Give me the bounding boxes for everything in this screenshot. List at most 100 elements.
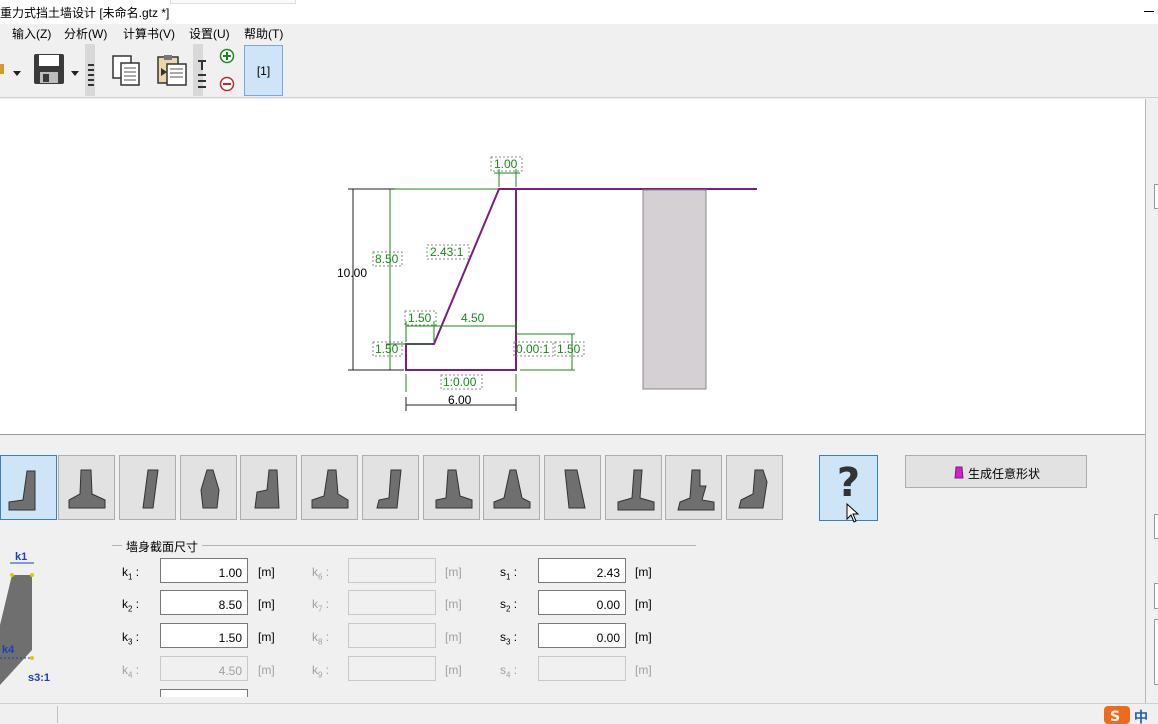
unit-k4: [m]: [258, 663, 275, 677]
dim-height-label: 10.00: [337, 266, 367, 280]
rp-field-2[interactable]: [1154, 514, 1158, 539]
overall-dimension-lines: [348, 188, 517, 411]
dimension-lines: [386, 169, 575, 392]
dim-width-label: 6.00: [448, 393, 472, 407]
shape-option-10[interactable]: [544, 455, 601, 520]
save-dropdown-arrow-icon[interactable]: [71, 66, 79, 80]
shape-option-11[interactable]: [605, 455, 662, 520]
shape-option-3[interactable]: [119, 455, 176, 520]
drawing-canvas[interactable]: 1.00 8.50 2.43:1 1.50 4.50 1.50 0.00:1 1…: [0, 99, 1145, 435]
input-k3[interactable]: [160, 623, 248, 648]
group-box-line: [112, 545, 696, 546]
shape-option-1[interactable]: [0, 455, 57, 520]
input-k7: [348, 590, 436, 615]
shape-option-12[interactable]: [665, 455, 722, 520]
input-k6: [348, 558, 436, 583]
add-stage-icon[interactable]: [219, 48, 235, 67]
shape-option-7[interactable]: [362, 455, 419, 520]
unit-s4: [m]: [635, 663, 652, 677]
wall-shape-icon: [738, 469, 768, 509]
unit-k6: [m]: [445, 565, 462, 579]
preview-k4-label: k4: [2, 644, 15, 656]
grip-text-icon: [87, 64, 95, 93]
dim-slope1-label: 2.43:1: [430, 245, 464, 259]
dim-k3-right-label: 1.50: [557, 342, 581, 356]
input-s4: [538, 656, 626, 681]
help-button[interactable]: ?: [819, 455, 878, 523]
folder-icon[interactable]: [0, 62, 5, 76]
wall-shape-icon: [311, 469, 349, 509]
generate-shape-label: 生成任意形状: [968, 467, 1041, 481]
label-s3: s3 :: [500, 630, 518, 647]
ime-mode-label[interactable]: 中: [1134, 709, 1148, 724]
input-k5-partial[interactable]: [160, 689, 248, 697]
label-k7: k7 :: [312, 597, 330, 614]
minimize-button[interactable]: [1140, 0, 1158, 24]
sogou-ime-icon[interactable]: S: [1102, 702, 1132, 724]
rp-field-3[interactable]: [1154, 583, 1158, 609]
copy-document-icon[interactable]: [110, 54, 142, 89]
section-preview: k1 k4 s3:1: [0, 551, 50, 685]
rp-field-1[interactable]: [1154, 184, 1158, 209]
unit-k1: [m]: [258, 565, 275, 579]
shape-option-6[interactable]: [301, 455, 358, 520]
svg-text:S: S: [1110, 709, 1120, 724]
label-k9: k9 :: [312, 663, 330, 680]
wall-drawing: 1.00 8.50 2.43:1 1.50 4.50 1.50 0.00:1 1…: [337, 156, 757, 411]
dim-s3-label: 0.00:1: [516, 342, 550, 356]
wall-shape-icon: [8, 470, 36, 511]
save-icon[interactable]: [32, 52, 66, 89]
input-s3[interactable]: [538, 623, 626, 648]
wall-shape-icon: [200, 469, 220, 509]
shape-option-5[interactable]: [240, 455, 297, 520]
input-s1[interactable]: [538, 558, 626, 583]
label-k2: k2 :: [122, 597, 140, 614]
rp-field-4[interactable]: [1154, 619, 1158, 685]
menu-report[interactable]: 计算书(V): [123, 27, 175, 41]
stage-text-icon: [196, 58, 208, 95]
shape-option-9[interactable]: [483, 455, 540, 520]
unit-k7: [m]: [445, 597, 462, 611]
custom-shape-icon: [954, 466, 964, 479]
generate-shape-button[interactable]: 生成任意形状: [905, 455, 1087, 488]
dim-k1-label: 1.00: [494, 157, 518, 171]
section-parameters: k1 k4 s3:1 墙身截面尺寸 k1 : [m] k6 : [m] s1 :…: [0, 535, 1145, 703]
shape-option-8[interactable]: [423, 455, 480, 520]
right-side-panel: [1145, 99, 1158, 703]
window-title: 重力式挡土墙设计 [未命名.gtz *]: [0, 6, 170, 20]
menu-bar: 输入(Z) 分析(W) 计算书(V) 设置(U) 帮助(T): [0, 24, 1158, 42]
remove-stage-icon[interactable]: [219, 76, 235, 95]
unit-k3: [m]: [258, 630, 275, 644]
open-dropdown-arrow-icon[interactable]: [13, 66, 21, 80]
unit-k2: [m]: [258, 597, 275, 611]
wall-shape-icon: [68, 469, 106, 509]
question-mark-icon: ?: [836, 460, 861, 506]
toolbar: [1]: [0, 42, 1158, 98]
input-s2[interactable]: [538, 590, 626, 615]
preview-s3-label: s3:1: [28, 672, 50, 684]
label-k8: k8 :: [312, 630, 330, 647]
menu-input[interactable]: 输入(Z): [12, 27, 52, 41]
wall-shape-icon: [677, 469, 715, 511]
input-k1[interactable]: [160, 558, 248, 583]
input-k2[interactable]: [160, 590, 248, 615]
wall-shape-icon: [564, 469, 586, 509]
shape-option-2[interactable]: [58, 455, 115, 520]
label-k3: k3 :: [122, 630, 140, 647]
menu-settings[interactable]: 设置(U): [189, 27, 230, 41]
shape-option-13[interactable]: [726, 455, 783, 520]
toolbar-grip-2[interactable]: [193, 44, 203, 96]
dim-k2-label: 8.50: [375, 252, 399, 266]
menu-help[interactable]: 帮助(T): [244, 27, 284, 41]
label-k6: k6 :: [312, 565, 330, 582]
wall-shape-icon: [617, 469, 655, 511]
stage-1-button[interactable]: [1]: [244, 45, 283, 96]
menu-analysis[interactable]: 分析(W): [64, 27, 108, 41]
input-k4: [160, 656, 248, 681]
unit-k9: [m]: [445, 663, 462, 677]
mouse-cursor-icon: [846, 503, 860, 523]
paste-document-icon[interactable]: [155, 54, 189, 89]
label-s1: s1 :: [500, 565, 518, 582]
shape-option-4[interactable]: [180, 455, 237, 520]
